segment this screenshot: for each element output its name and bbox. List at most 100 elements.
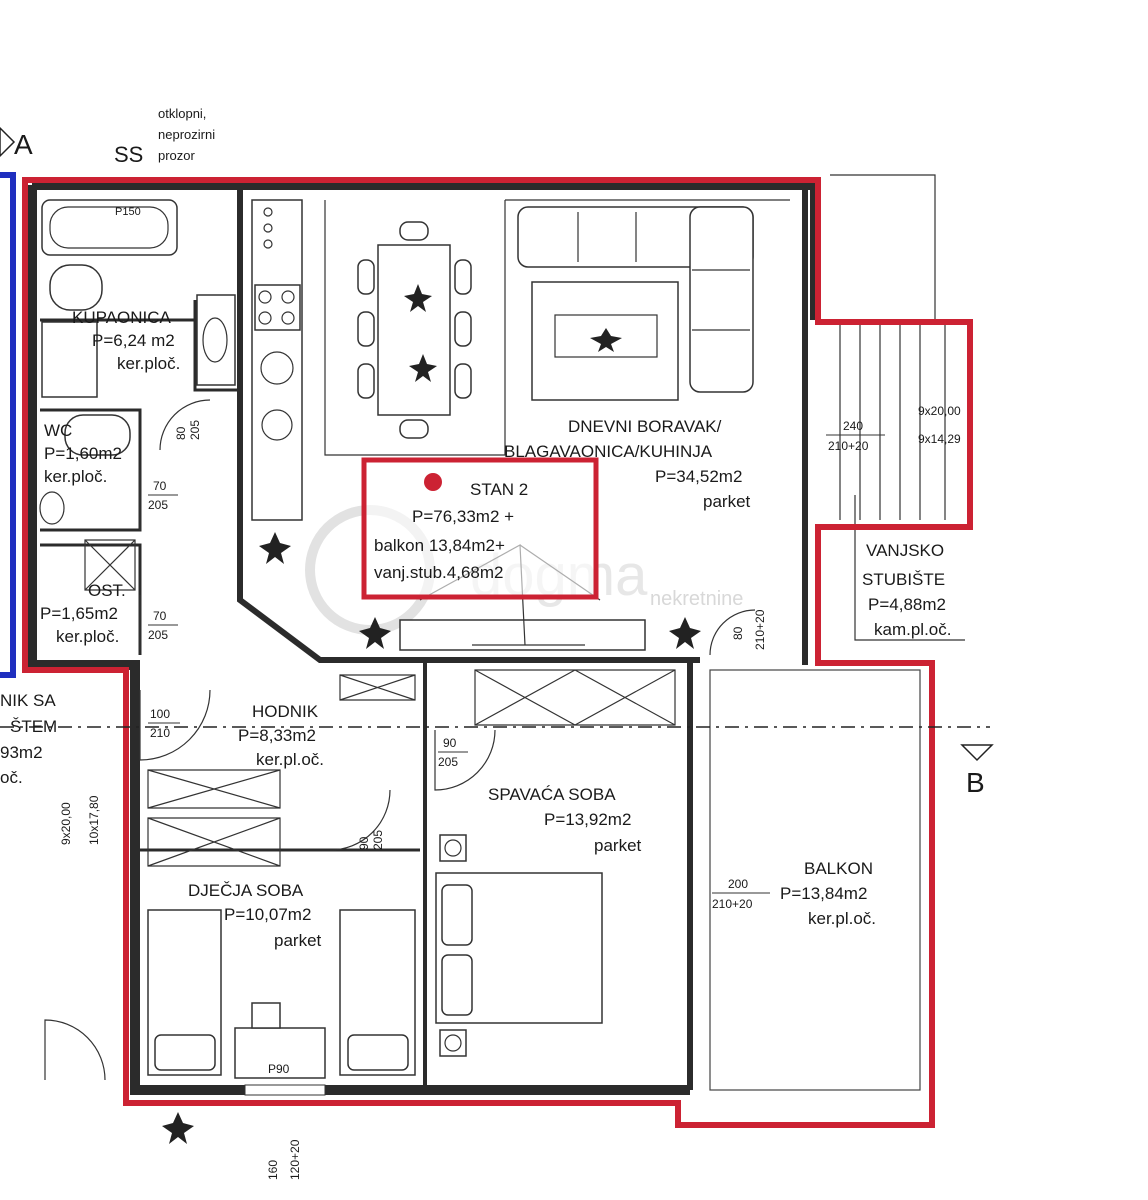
room-area: P=13,92m2 (544, 810, 631, 829)
section-label-b: B (966, 767, 985, 798)
room-djecja-soba: DJEČJA SOBA P=10,07m2 parket (188, 881, 322, 950)
double-bed (435, 834, 603, 1057)
neighbor-outline (0, 172, 16, 678)
room-name: WC (44, 421, 72, 440)
dim-200: 200 210+20 (712, 877, 770, 911)
room-name: SPAVAĆA SOBA (488, 785, 616, 804)
svg-text:70: 70 (153, 609, 167, 623)
room-area: P=10,07m2 (224, 905, 311, 924)
dim-90-205-a: 90 205 (438, 736, 468, 769)
room-spavaca-soba: SPAVAĆA SOBA P=13,92m2 parket (488, 785, 642, 855)
svg-text:160: 160 (266, 1160, 280, 1180)
room-kupaonica: KUPAONICA P=6,24 m2 ker.ploč. (72, 308, 180, 373)
room-floor: oč. (0, 768, 23, 787)
room-hodnik: HODNIK P=8,33m2 ker.pl.oč. (238, 702, 324, 769)
bath-label: P150 (115, 206, 141, 218)
svg-text:120+20: 120+20 (288, 1139, 302, 1180)
window-dc: P90 (244, 1062, 326, 1096)
svg-text:210: 210 (150, 726, 170, 740)
dim-240: 240 210+20 (826, 419, 885, 453)
svg-text:9x14,29: 9x14,29 (918, 432, 961, 446)
watermark-sub: nekretnine (650, 588, 743, 610)
room-floor: parket (274, 931, 322, 950)
svg-text:100: 100 (150, 707, 170, 721)
dim-70-205-a: 70 205 (148, 479, 178, 512)
room-floor: kam.pl.oč. (874, 620, 951, 639)
svg-text:200: 200 (728, 877, 748, 891)
kitchen-counter (251, 199, 303, 521)
room-floor: ker.pl.oč. (256, 750, 324, 769)
dim-100-210: 100 210 (148, 707, 180, 740)
svg-text:205: 205 (148, 628, 168, 642)
room-floor: ker.ploč. (117, 354, 180, 373)
apartment-info-box: STAN 2 P=76,33m2 + balkon 13,84m2+ vanj.… (361, 457, 599, 600)
section-mark-a: A (0, 126, 33, 160)
dining-table (357, 221, 472, 439)
room-name: KUPAONICA (72, 308, 172, 327)
plant-icons (162, 284, 701, 1144)
svg-text:90: 90 (357, 836, 371, 850)
single-beds (147, 909, 416, 1079)
svg-text:210+20: 210+20 (712, 897, 753, 911)
room-floor: ker.ploč. (56, 627, 119, 646)
svg-text:205: 205 (371, 830, 385, 850)
room-area: P=6,24 m2 (92, 331, 175, 350)
room-dnevni-boravak: DNEVNI BORAVAK/ BLAGAVAONICA/KUHINJA P=3… (504, 417, 751, 511)
svg-text:9x20,00: 9x20,00 (918, 404, 961, 418)
room-vanjsko-stubiste: VANJSKO STUBIŠTE P=4,88m2 kam.pl.oč. (862, 541, 951, 639)
svg-text:70: 70 (153, 479, 167, 493)
room-name-line1: DNEVNI BORAVAK/ (568, 417, 722, 436)
room-name: HODNIK (252, 702, 319, 721)
room-ost: OST. P=1,65m2 ker.ploč. (40, 581, 126, 646)
window-note-line1: otklopni, (158, 106, 206, 121)
room-area: P=13,84m2 (780, 884, 867, 903)
window-note-line2: neprozirni (158, 127, 215, 142)
room-area: 93m2 (0, 743, 43, 762)
room-name: BALKON (804, 859, 873, 878)
section-label-a: A (14, 129, 33, 160)
dim-90-205-b: 90 205 (357, 830, 385, 850)
apartment-line2: balkon 13,84m2+ (374, 536, 505, 555)
dim-stair2: 9x20,00 9x14,29 (918, 404, 961, 446)
room-name: OST. (88, 581, 126, 600)
room-name-line2: STUBIŠTE (862, 570, 945, 589)
dim-80-205: 80 205 (174, 420, 202, 440)
svg-text:210+20: 210+20 (753, 609, 767, 650)
bathroom-fixtures: P150 (39, 199, 236, 525)
svg-text:9x20,00: 9x20,00 (59, 802, 73, 845)
room-name-line1: NIK SA (0, 691, 56, 710)
room-neighbor: NIK SA ŠTEM 93m2 oč. (0, 691, 57, 787)
room-area: P=4,88m2 (868, 595, 946, 614)
svg-text:240: 240 (843, 419, 863, 433)
apartment-title: STAN 2 (470, 480, 528, 499)
svg-text:205: 205 (148, 498, 168, 512)
room-floor: ker.pl.oč. (808, 909, 876, 928)
room-area: P=8,33m2 (238, 726, 316, 745)
dim-balcony-door: 80 210+20 (731, 609, 767, 650)
location-marker (424, 473, 442, 491)
balcony-frame (709, 174, 965, 1091)
svg-text:80: 80 (174, 426, 188, 440)
sofa (517, 206, 754, 401)
room-floor: parket (703, 492, 751, 511)
room-floor: parket (594, 836, 642, 855)
dim-160: 160 120+20 (266, 1139, 302, 1180)
svg-text:10x17,80: 10x17,80 (87, 795, 101, 845)
apartment-line3: vanj.stub.4,68m2 (374, 563, 503, 582)
svg-text:P90: P90 (268, 1062, 290, 1076)
svg-text:205: 205 (438, 755, 458, 769)
svg-text:210+20: 210+20 (828, 439, 869, 453)
svg-text:90: 90 (443, 736, 457, 750)
room-name-line1: VANJSKO (866, 541, 944, 560)
room-balkon: BALKON P=13,84m2 ker.pl.oč. (780, 859, 876, 928)
apartment-outline (22, 177, 973, 1128)
room-wc: WC P=1,60m2 ker.ploč. (44, 421, 122, 486)
window-note-line3: prozor (158, 148, 196, 163)
door-swings (44, 399, 756, 1081)
svg-text:80: 80 (731, 626, 745, 640)
room-area: P=34,52m2 (655, 467, 742, 486)
room-name-line2: ŠTEM (10, 717, 57, 736)
room-area: P=1,60m2 (44, 444, 122, 463)
section-line-b: B (0, 726, 994, 798)
